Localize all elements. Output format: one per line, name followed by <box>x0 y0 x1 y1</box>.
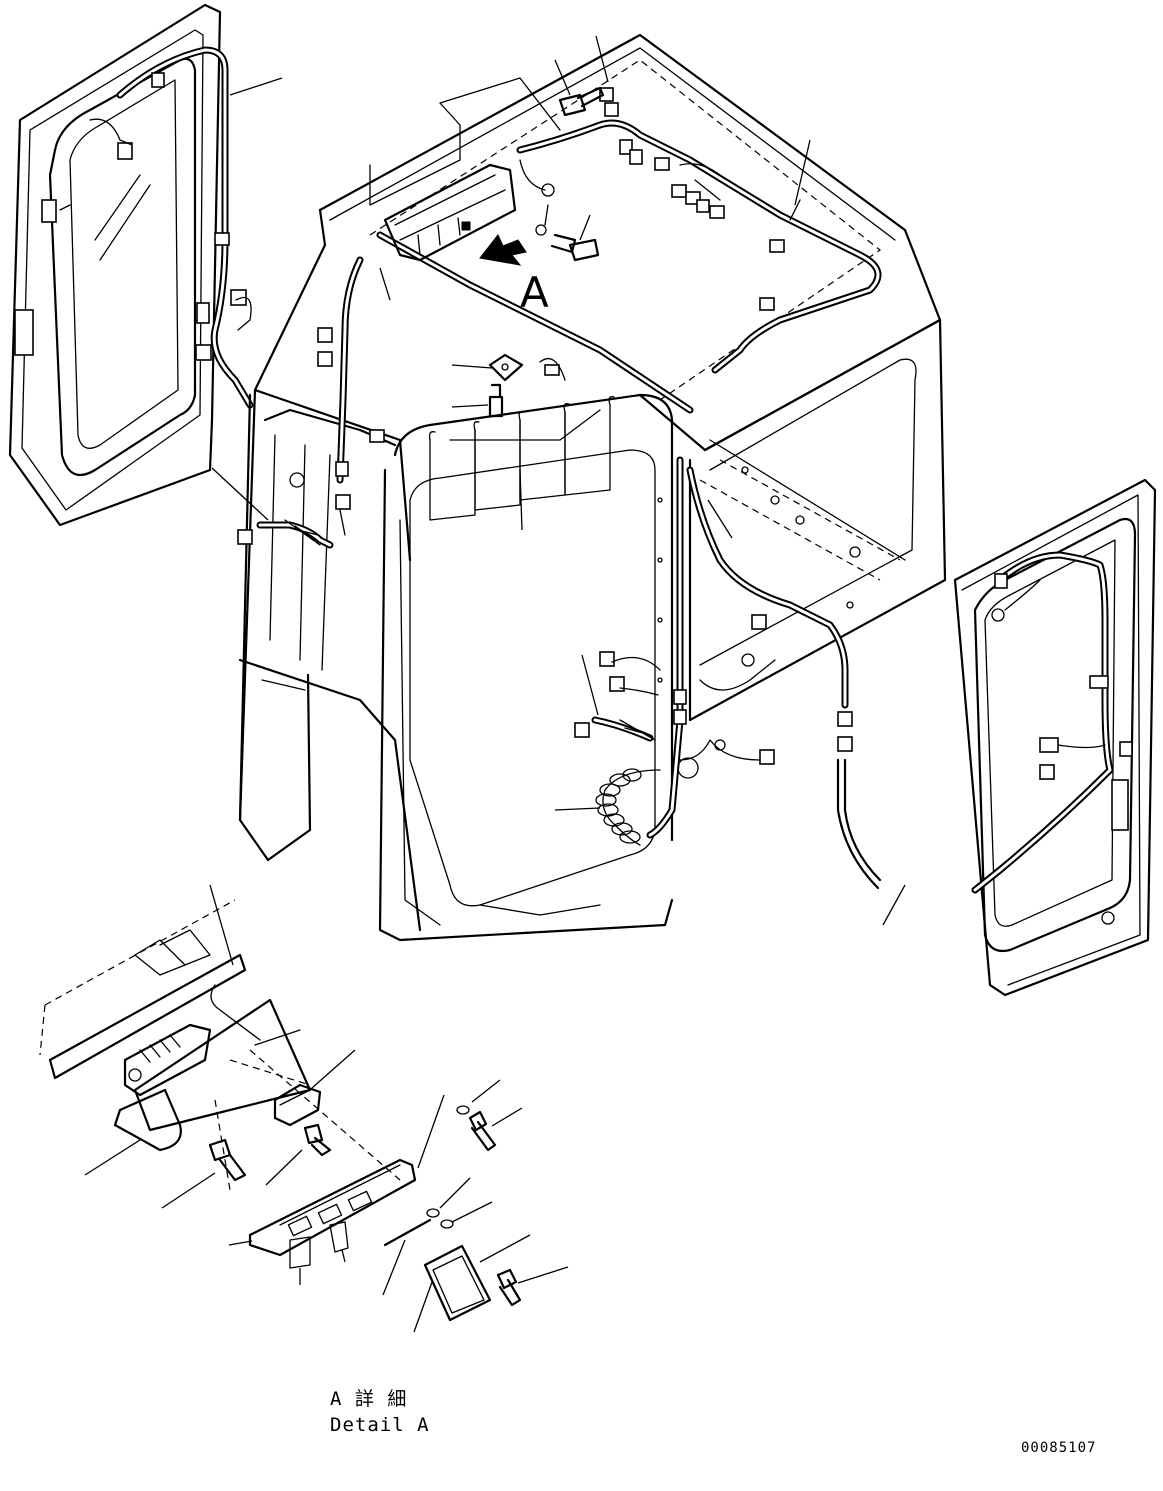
detail-caption-en: Detail A <box>330 1414 430 1436</box>
leader-line <box>554 807 601 811</box>
bracket <box>488 353 524 382</box>
leader-line <box>451 364 493 369</box>
leader-line <box>581 654 599 716</box>
detail-caption-jp: A 詳 細 <box>330 1388 408 1410</box>
bolt <box>558 86 605 117</box>
leader-line <box>439 77 561 131</box>
coiled-cable <box>595 768 661 846</box>
leader-line <box>595 35 609 83</box>
leader-line <box>229 77 283 96</box>
pillar-harness <box>574 456 882 890</box>
right-door <box>953 478 1157 997</box>
drawing-number: 00085107 <box>1021 1440 1097 1456</box>
leader-bracket <box>369 124 461 206</box>
cab-frame <box>238 33 947 942</box>
leader-line <box>211 467 269 521</box>
bolt <box>550 233 600 262</box>
switch-panel-detail <box>39 899 522 1322</box>
leader-line <box>579 214 591 241</box>
leader-line <box>554 59 571 96</box>
view-arrow-icon <box>479 234 527 266</box>
detail-caption: A 詳 細 Detail A <box>330 1386 430 1438</box>
leader-line <box>439 102 461 126</box>
controller-box <box>383 163 517 262</box>
detail-leaders <box>84 884 569 1333</box>
roof-harness <box>317 87 882 484</box>
leader-line <box>707 499 733 539</box>
left-door <box>8 3 254 527</box>
leader-line <box>451 404 489 408</box>
view-marker-label: A <box>520 268 549 317</box>
leader-line <box>882 884 906 926</box>
bolt <box>488 383 504 418</box>
side-harness <box>237 461 351 549</box>
leader-line <box>379 267 391 301</box>
label-plate <box>428 396 615 521</box>
leader-line <box>519 469 523 531</box>
leader-line <box>794 139 811 206</box>
